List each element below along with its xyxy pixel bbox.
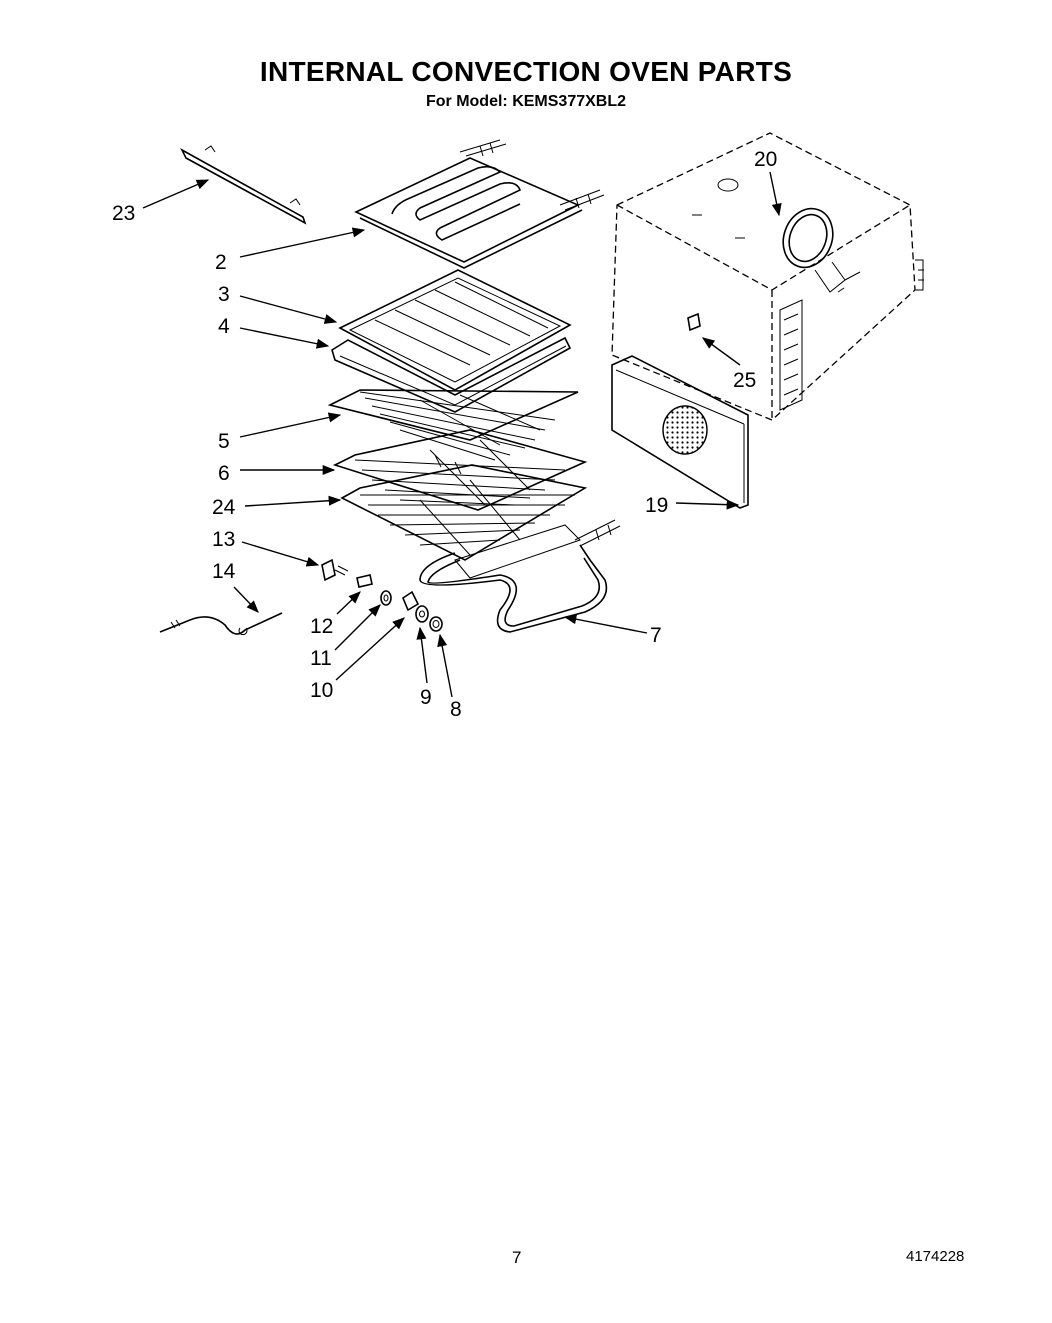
part-13-clip [321, 558, 349, 582]
part-12-sleeve [356, 574, 373, 588]
oven-cavity [611, 132, 924, 421]
part-20-convection-element [782, 207, 861, 293]
callout-20: 20 [754, 148, 777, 171]
part-3-broiler-grid [338, 269, 572, 391]
callout-24: 24 [212, 496, 236, 519]
callout-labels: 23 2 3 4 5 6 24 13 14 12 11 10 9 8 7 20 … [112, 148, 777, 721]
part-11-washer [380, 590, 392, 606]
callout-11: 11 [310, 647, 332, 670]
callout-14: 14 [212, 560, 236, 583]
page-number: 7 [512, 1248, 522, 1267]
callout-19: 19 [645, 494, 668, 517]
callout-7: 7 [650, 624, 662, 647]
callout-12: 12 [310, 615, 333, 638]
callout-6: 6 [218, 462, 230, 485]
model-subtitle: For Model: KEMS377XBL2 [425, 93, 627, 110]
callout-23: 23 [112, 202, 135, 225]
leader-lines [142, 171, 782, 698]
part-9-washer [415, 605, 429, 623]
part-5-oven-rack [327, 389, 579, 461]
part-14-sensor-probe [159, 612, 283, 636]
callout-3: 3 [218, 283, 230, 306]
part-7-bake-element [419, 519, 621, 633]
part-6-oven-rack [332, 429, 588, 511]
page-title: INTERNAL CONVECTION OVEN PARTS [259, 56, 793, 87]
callout-10: 10 [310, 679, 333, 702]
callout-4: 4 [218, 315, 230, 338]
callout-2: 2 [215, 251, 227, 274]
part-4-broiler-pan [331, 336, 572, 413]
part-10-bushing [402, 590, 420, 612]
callout-9: 9 [420, 686, 432, 709]
part-24-oven-rack [340, 464, 588, 561]
part-2-broil-element [354, 139, 605, 269]
part-23-bracket [180, 145, 307, 225]
callout-8: 8 [450, 698, 462, 721]
part-8-nut [429, 616, 443, 632]
callout-25: 25 [733, 369, 756, 392]
document-number: 4174228 [906, 1248, 965, 1265]
callout-5: 5 [218, 430, 230, 453]
part-25-bracket [687, 312, 701, 332]
callout-13: 13 [212, 528, 235, 551]
part-19-fan-baffle [611, 355, 749, 509]
